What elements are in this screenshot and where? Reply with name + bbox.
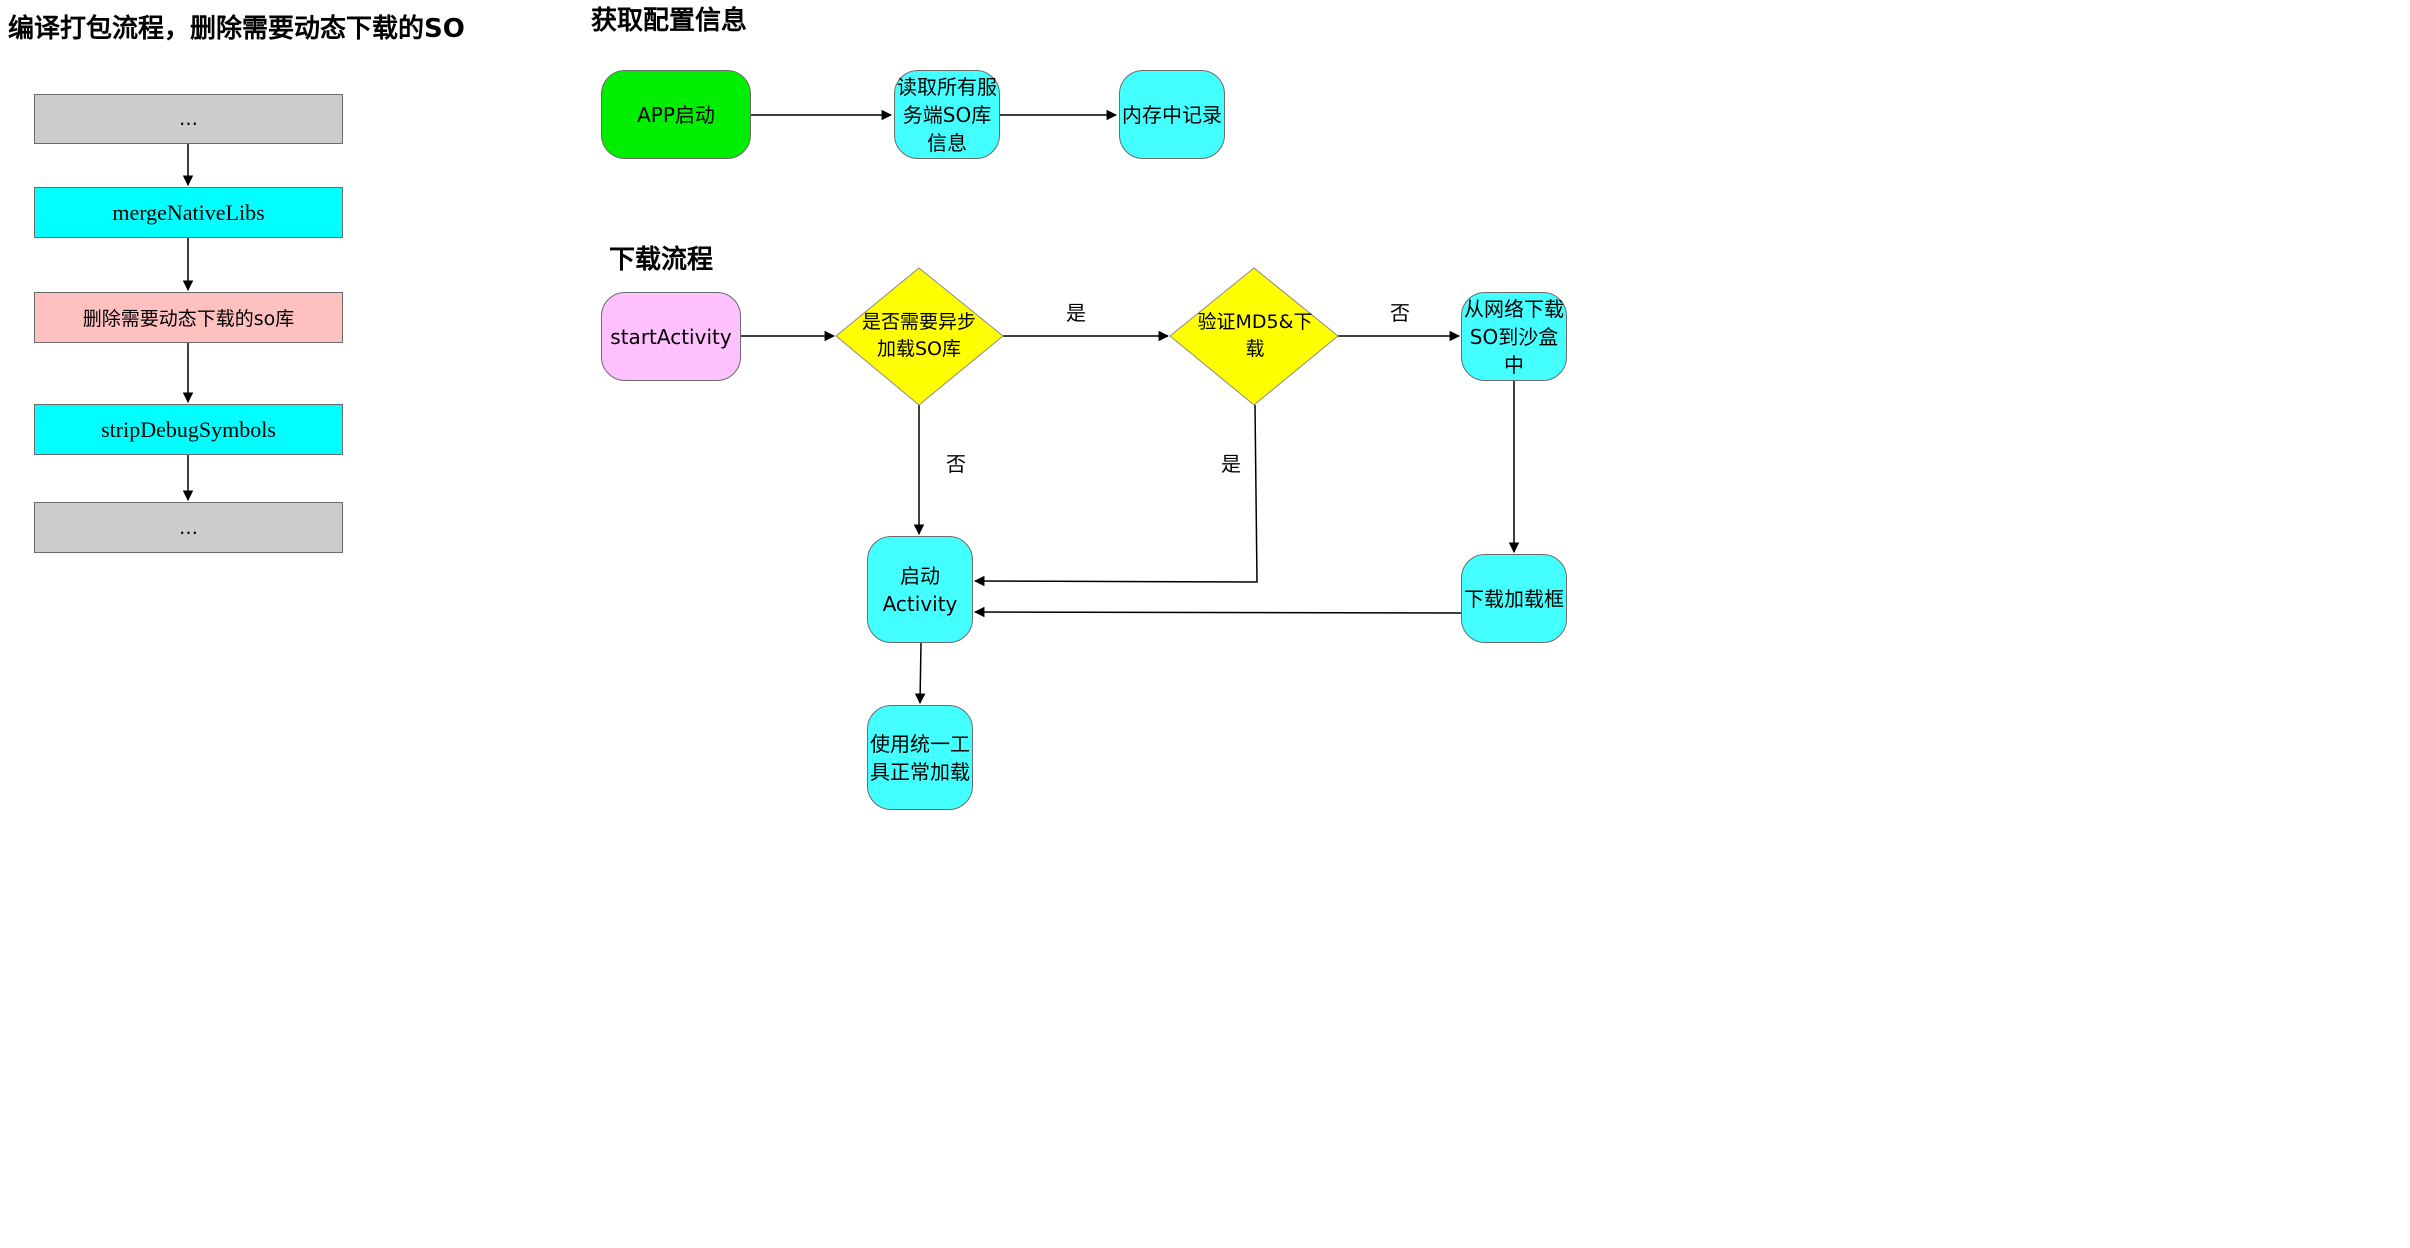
node-loading-dialog: 下载加载框 xyxy=(1461,554,1567,643)
decision-async-shape xyxy=(835,267,1004,406)
edge-label-yes-top: 是 xyxy=(1066,301,1086,325)
decision-need-async-load: 是否需要异步加载SO库 xyxy=(861,311,976,360)
node-normal-load: 使用统一工具正常加载 xyxy=(867,705,973,810)
step-delete-so: 删除需要动态下载的so库 xyxy=(34,292,343,343)
arrow-decision2-launch xyxy=(973,404,1258,587)
step-ellipsis-top: … xyxy=(34,94,343,144)
node-app-start: APP启动 xyxy=(601,70,751,159)
node-start-activity: startActivity xyxy=(601,292,741,381)
edge-label-yes-down: 是 xyxy=(1221,452,1241,476)
step-strip-debug-symbols: stripDebugSymbols xyxy=(34,404,343,455)
node-launch-activity: 启动Activity xyxy=(867,536,973,643)
download-section-title: 下载流程 xyxy=(609,245,714,275)
node-memory-record: 内存中记录 xyxy=(1119,70,1225,159)
connector-layer xyxy=(182,109,1520,705)
node-download-so-to-sandbox: 从网络下载SO到沙盒中 xyxy=(1461,292,1567,381)
decision-verify-md5: 验证MD5&下载 xyxy=(1197,311,1313,360)
config-section-title: 获取配置信息 xyxy=(591,6,748,36)
arrow-launch-normal xyxy=(914,642,926,705)
step-merge-native-libs: mergeNativeLibs xyxy=(34,187,343,238)
step-ellipsis-bottom: … xyxy=(34,502,343,553)
edge-label-no-down: 否 xyxy=(946,452,966,476)
arrow-loading-launch xyxy=(973,606,1462,618)
decision-md5-shape xyxy=(1169,267,1339,406)
edge-label-no-top: 否 xyxy=(1390,301,1410,325)
node-read-server-so-info: 读取所有服务端SO库信息 xyxy=(894,70,1000,159)
left-section-title: 编译打包流程，删除需要动态下载的SO xyxy=(8,14,465,44)
